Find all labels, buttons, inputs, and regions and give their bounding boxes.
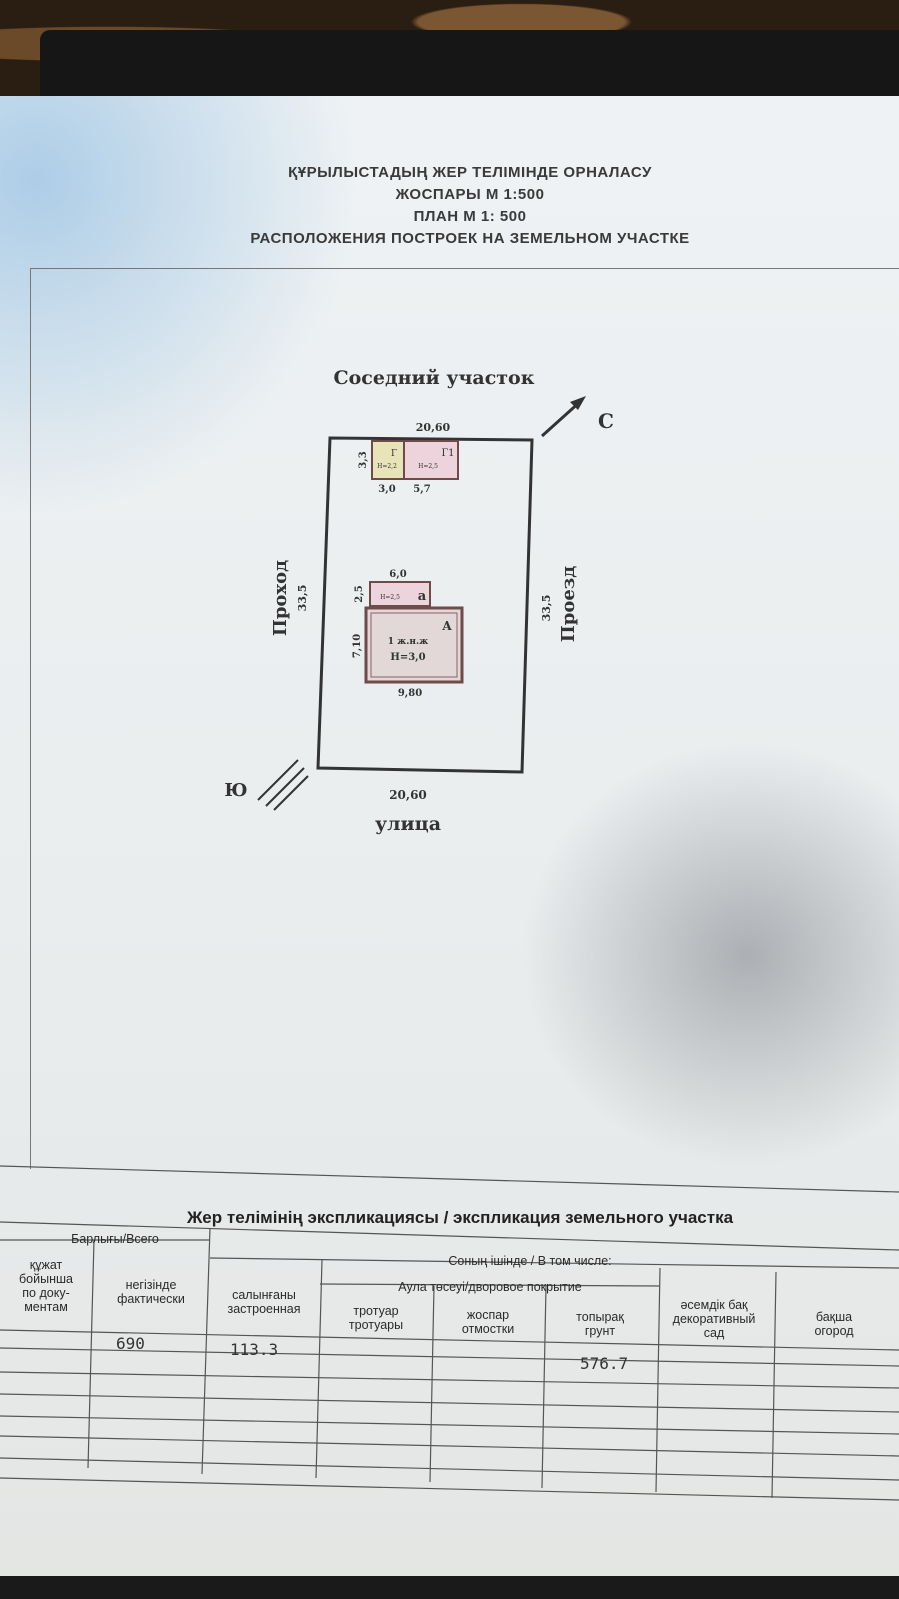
header-sidewalks: тротуар тротуары <box>348 1304 404 1332</box>
dim-top: 20,60 <box>416 421 451 434</box>
shed-g1-label: Г1 <box>442 448 455 459</box>
shed-g <box>371 440 405 480</box>
explication-table-grid <box>0 1165 899 1501</box>
house-height: H=3,0 <box>390 652 425 663</box>
label-driveway: Проезд <box>558 566 579 643</box>
dim-shed-g: 3,0 <box>378 484 395 495</box>
shed-g-label: Г <box>391 449 397 459</box>
title-line-2: ЖОСПАРЫ М 1:500 <box>395 186 545 203</box>
label-north: С <box>598 409 614 433</box>
house-floors: 1 ж.н.ж <box>388 637 428 647</box>
shed-g1-height: H=2,5 <box>418 463 438 470</box>
header-soil: топырақ грунт <box>576 1310 624 1338</box>
shed-g1 <box>403 440 459 480</box>
north-arrow-head <box>570 396 586 410</box>
label-south: Ю <box>224 780 247 801</box>
label-neighbor: Соседний участок <box>334 367 535 389</box>
dim-shed-height: 3,3 <box>358 451 369 468</box>
header-yard-cover: Аула төсеуі/дворовое покрытие <box>398 1280 582 1294</box>
dim-left: 33,5 <box>296 585 309 612</box>
dim-house-depth: 7,10 <box>352 634 363 658</box>
header-total: Барлығы/Всего <box>71 1232 159 1246</box>
dim-right: 33,5 <box>540 595 553 622</box>
veranda-height: H=2,5 <box>380 594 400 601</box>
header-actual: негізінде фактически <box>117 1278 185 1306</box>
title-line-4: РАСПОЛОЖЕНИЯ ПОСТРОЕК НА ЗЕМЕЛЬНОМ УЧАСТ… <box>250 230 690 247</box>
house-inner <box>370 612 458 678</box>
south-mark-2 <box>265 767 305 807</box>
title-line-1: ҚҰРЫЛЫСТАДЫҢ ЖЕР ТЕЛІМІНДЕ ОРНАЛАСУ <box>288 164 652 181</box>
shed-g-height: H=2,2 <box>377 463 397 470</box>
bottom-background <box>0 1576 899 1599</box>
south-mark-1 <box>257 759 299 801</box>
dim-house-width: 9,80 <box>398 688 422 699</box>
dim-bottom: 20,60 <box>389 788 427 802</box>
value-built-up: 113.3 <box>230 1340 279 1359</box>
header-blind-area: жоспар отмостки <box>461 1308 515 1336</box>
label-passage: Проход <box>270 560 291 636</box>
header-including: Соның ішінде / В том числе: <box>448 1254 612 1268</box>
label-street: улица <box>375 813 441 835</box>
south-mark-3 <box>273 775 309 811</box>
value-by-documents: 690 <box>116 1334 145 1353</box>
veranda-label: a <box>418 589 427 604</box>
header-built-up: салынғаны застроенная <box>227 1288 301 1316</box>
header-by-documents: құжат бойынша по доку- ментам <box>19 1258 73 1314</box>
house-main <box>364 606 464 684</box>
dim-shed-g1: 5,7 <box>413 484 430 495</box>
table-title: Жер телімінің экспликациясы / экспликаци… <box>186 1208 734 1227</box>
header-decorative-garden: әсемдік бақ декоративный сад <box>672 1298 756 1340</box>
header-vegetable-garden: бақша огород <box>814 1310 854 1338</box>
veranda <box>369 581 431 607</box>
plot-boundary <box>316 436 534 774</box>
dim-veranda-depth: 2,5 <box>354 585 365 602</box>
value-soil: 576.7 <box>580 1354 629 1373</box>
title-line-3: ПЛАН М 1: 500 <box>413 208 527 225</box>
plan-frame <box>30 268 899 1169</box>
house-label: А <box>442 619 452 633</box>
dim-veranda-width: 6,0 <box>389 569 406 580</box>
